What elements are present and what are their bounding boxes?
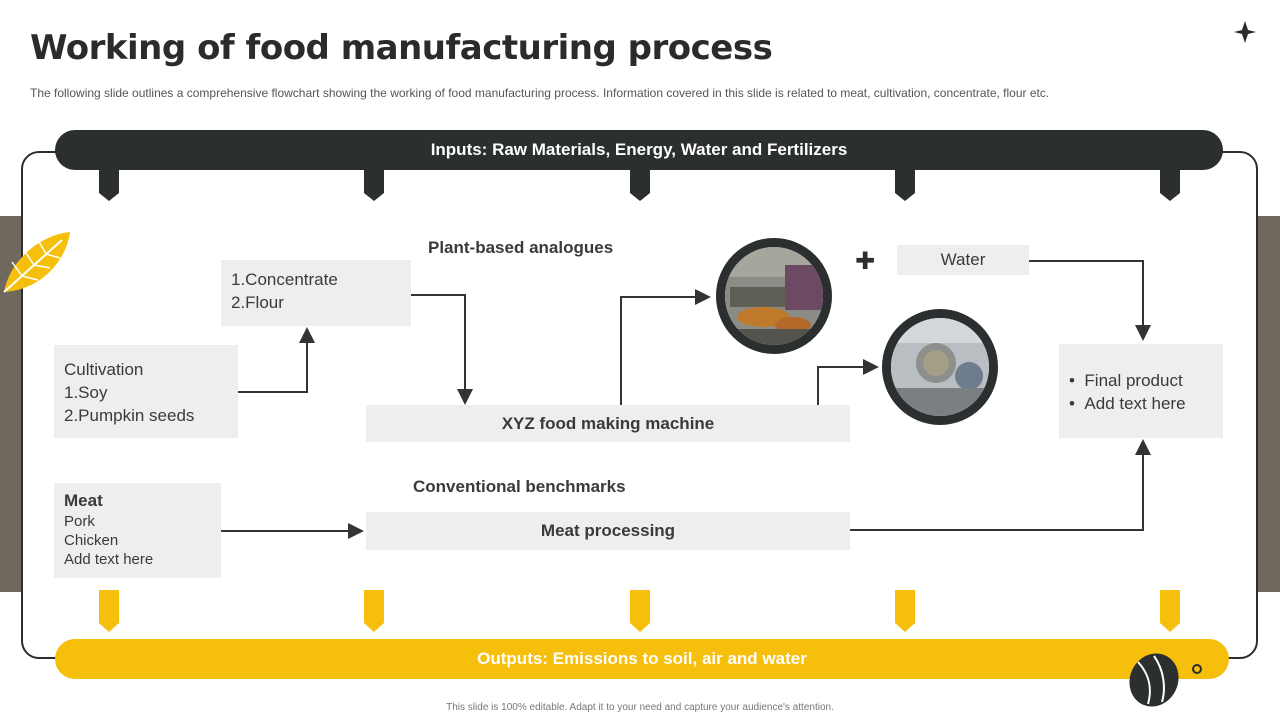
meat-item-text: Add text here	[64, 551, 154, 568]
cultivation-line-1: Cultivation	[64, 360, 144, 379]
cultivation-box: Cultivation 1.Soy 2.Pumpkin seeds	[54, 345, 238, 438]
concentrate-line-2: 2.Flour	[231, 293, 284, 312]
machine-box: XYZ food making machine	[366, 405, 850, 442]
meat-item-pork: Pork	[64, 513, 95, 530]
final-item-2-text: Add text here	[1084, 394, 1186, 413]
plus-icon: ✚	[855, 248, 876, 275]
factory-photo	[716, 238, 832, 354]
concentrate-box: 1.Concentrate 2.Flour	[221, 260, 411, 326]
meat-item-chicken: Chicken	[64, 532, 119, 549]
page-subtitle: The following slide outlines a comprehen…	[30, 86, 1050, 100]
meat-processing-box: Meat processing	[366, 512, 850, 550]
inputs-bar: Inputs: Raw Materials, Energy, Water and…	[55, 130, 1223, 170]
water-box: Water	[897, 245, 1029, 275]
footer-note: This slide is 100% editable. Adapt it to…	[446, 702, 834, 713]
meat-box: Meat Pork Chicken Add text here	[54, 483, 221, 578]
outputs-bar: Outputs: Emissions to soil, air and wate…	[55, 639, 1229, 679]
output-tabs	[99, 590, 1180, 632]
final-item-1-text: Final product	[1084, 371, 1183, 390]
meat-title: Meat	[64, 491, 103, 510]
cultivation-line-3: 2.Pumpkin seeds	[64, 406, 195, 425]
conventional-label: Conventional benchmarks	[413, 477, 626, 496]
machinery-photo	[882, 309, 998, 425]
concentrate-line-1: 1.Concentrate	[231, 270, 338, 289]
input-tabs	[99, 168, 1180, 201]
cultivation-line-2: 1.Soy	[64, 383, 108, 402]
final-product-box: • Final product • Add text here	[1059, 344, 1223, 438]
final-item-2: • Add text here	[1069, 394, 1186, 413]
final-item-1: • Final product	[1069, 371, 1183, 390]
plant-based-label: Plant-based analogues	[428, 238, 614, 257]
page-title: Working of food manufacturing process	[30, 28, 773, 68]
